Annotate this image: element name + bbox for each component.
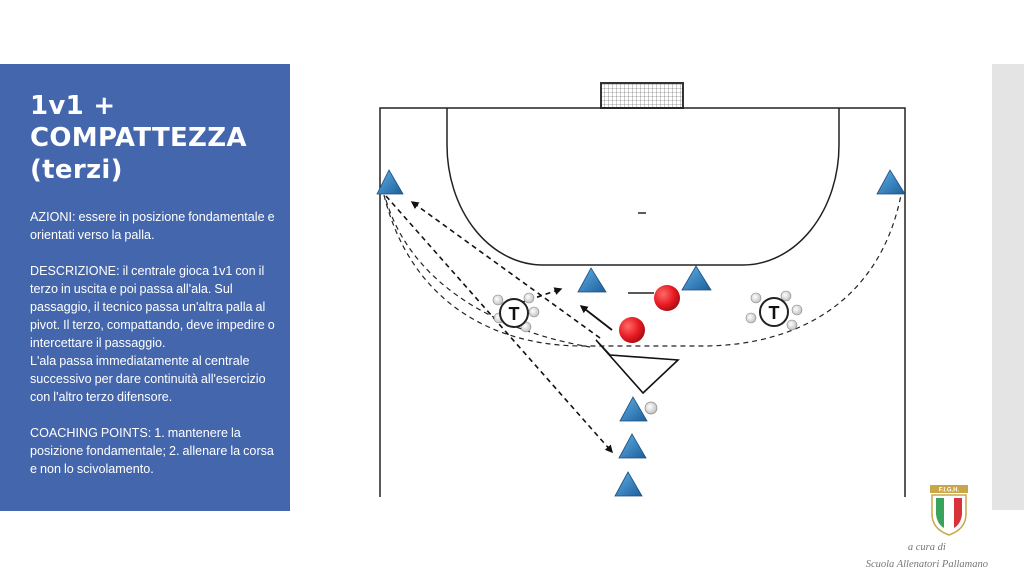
credit-text: a cura di Scuola Allenatori Pallamano [866,539,988,573]
coach-right: T [745,290,803,331]
attacker-left-wing [376,169,404,195]
svg-text:F.I.G.H.: F.I.G.H. [939,488,960,494]
goal [600,82,684,109]
slide-title: 1v1 + COMPATTEZZA (terzi) [30,90,280,186]
title-line-3: (terzi) [30,155,123,185]
attacker-center-1 [619,396,658,422]
center-player-run [595,339,680,395]
pass-arrow-center-to-wing [410,201,601,339]
coach-left-label: T [509,304,520,324]
pass-arrow-to-pivot-area [519,287,563,304]
title-line-2: COMPATTEZZA [30,123,247,153]
title-line-1: 1v1 + [30,91,116,121]
right-side-bar [992,64,1024,510]
goal-area-line [446,108,840,266]
description-panel: 1v1 + COMPATTEZZA (terzi) AZIONI: essere… [0,64,290,511]
defender-1 [654,285,680,311]
defender-move-arrow [579,305,613,331]
attacker-pivot-right [681,265,712,291]
credit-line-1: a cura di [907,542,946,553]
attacker-right-wing [876,169,906,195]
coaching-points-text: COACHING POINTS: 1. mantenere la posizio… [30,426,274,476]
attacker-center-3 [614,471,643,497]
exercise-description: AZIONI: essere in posizione fondamentale… [30,208,280,478]
azioni-text: AZIONI: essere in posizione fondamentale… [30,210,275,242]
wing-run-path [385,199,591,348]
figh-logo: F.I.G.H. [930,485,968,536]
attacker-center-2 [618,433,647,459]
ball-icon [644,401,658,415]
descrizione-continuation-text: L'ala passa immediatamente al centrale s… [30,354,266,404]
attacker-pivot-left [577,267,607,293]
free-throw-line [383,194,902,347]
coach-right-label: T [769,303,780,323]
pass-arrow-wing-to-center [385,195,613,454]
descrizione-text: DESCRIZIONE: il centrale gioca 1v1 con i… [30,264,275,350]
coach-left: T [492,292,540,333]
court-outline [379,107,906,497]
credit-line-2: Scuola Allenatori Pallamano [865,559,988,570]
defender-2 [619,317,645,343]
